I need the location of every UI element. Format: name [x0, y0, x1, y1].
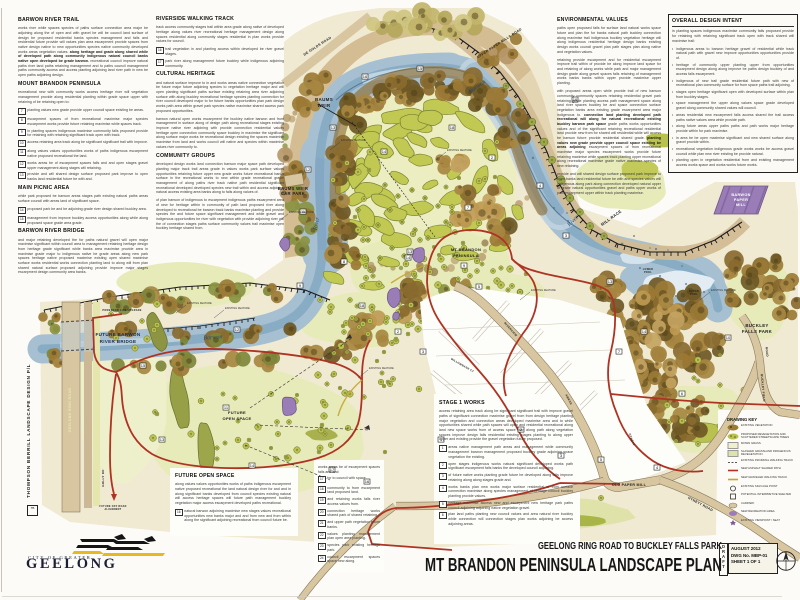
- svg-text:13: 13: [160, 437, 165, 442]
- svg-text:River: River: [313, 216, 321, 231]
- svg-text:EXISTING FEATURE: EXISTING FEATURE: [369, 366, 394, 370]
- svg-text:FALLS PARK: FALLS PARK: [742, 329, 773, 334]
- svg-text:12: 12: [306, 167, 311, 172]
- svg-text:16: 16: [363, 74, 368, 79]
- svg-text:FUTURE BARWON: FUTURE BARWON: [96, 332, 141, 337]
- svg-text:2: 2: [491, 155, 494, 160]
- svg-text:FUTURE OFF ROAD: FUTURE OFF ROAD: [99, 505, 126, 508]
- svg-text:16: 16: [573, 97, 578, 102]
- svg-text:BUCKLEY FIELD: BUCKLEY FIELD: [760, 374, 766, 403]
- svg-text:13: 13: [408, 249, 413, 254]
- svg-text:4: 4: [656, 465, 659, 470]
- svg-text:WEIR: WEIR: [318, 103, 331, 108]
- svg-text:2: 2: [397, 329, 400, 334]
- svg-text:GEELONG RING ROAD: GEELONG RING ROAD: [68, 388, 72, 433]
- svg-text:ROAD: ROAD: [765, 347, 770, 358]
- svg-text:POOL: POOL: [644, 271, 652, 274]
- svg-text:POWERCOR LINE UPGRADE: POWERCOR LINE UPGRADE: [102, 309, 141, 312]
- svg-text:EXISTING FEATURE: EXISTING FEATURE: [225, 306, 250, 310]
- svg-text:LOWER: LOWER: [643, 268, 653, 271]
- svg-text:14: 14: [406, 255, 411, 260]
- svg-text:14: 14: [642, 329, 647, 334]
- svg-text:15: 15: [141, 363, 146, 368]
- svg-text:4: 4: [539, 183, 542, 188]
- svg-text:2: 2: [520, 427, 523, 432]
- svg-text:6: 6: [681, 391, 684, 396]
- svg-text:GEELONG RING ROAD TO BUCKLEY F: GEELONG RING ROAD TO BUCKLEY FALLS PARK: [538, 540, 722, 552]
- svg-text:17: 17: [330, 467, 335, 472]
- svg-text:3: 3: [422, 349, 425, 354]
- svg-text:8: 8: [343, 259, 346, 264]
- svg-text:GULLY RD: GULLY RD: [101, 469, 105, 487]
- svg-text:1: 1: [440, 437, 443, 442]
- svg-text:3: 3: [560, 453, 563, 458]
- svg-text:BAUMS WEIR: BAUMS WEIR: [278, 186, 308, 191]
- svg-text:13: 13: [331, 125, 336, 130]
- svg-text:BARWON: BARWON: [731, 193, 750, 197]
- svg-text:EXISTING FEATURE: EXISTING FEATURE: [447, 148, 472, 152]
- svg-text:BAUMS: BAUMS: [315, 97, 333, 102]
- svg-text:CAR PARK: CAR PARK: [281, 191, 305, 196]
- svg-text:AMESS: AMESS: [564, 394, 573, 406]
- svg-text:PAPER: PAPER: [734, 198, 748, 202]
- svg-text:BAKER: BAKER: [689, 290, 699, 293]
- svg-text:HYNETT: HYNETT: [628, 433, 636, 447]
- svg-text:7: 7: [618, 349, 621, 354]
- svg-text:10: 10: [726, 335, 731, 340]
- svg-text:POOL: POOL: [690, 293, 698, 296]
- svg-text:OPEN SPACE: OPEN SPACE: [223, 416, 252, 421]
- svg-text:RIVER BRIDGE: RIVER BRIDGE: [100, 339, 137, 344]
- svg-text:EXISTING FEATURE: EXISTING FEATURE: [711, 288, 736, 292]
- svg-text:3: 3: [565, 233, 568, 238]
- svg-text:PENINSULA: PENINSULA: [453, 253, 479, 258]
- svg-text:MILL: MILL: [736, 203, 746, 207]
- svg-text:MT BRANDON PENINSULA LANDSCAPE: MT BRANDON PENINSULA LANDSCAPE PLAN: [425, 555, 722, 575]
- svg-text:Barwon: Barwon: [203, 334, 222, 341]
- svg-text:9: 9: [463, 263, 466, 268]
- svg-text:14: 14: [250, 463, 255, 468]
- svg-text:ALIGNMENT: ALIGNMENT: [105, 508, 122, 511]
- svg-text:5: 5: [600, 457, 603, 462]
- svg-text:MT BRANDON: MT BRANDON: [451, 247, 481, 252]
- svg-text:BUCKLEY: BUCKLEY: [745, 323, 768, 328]
- svg-text:5: 5: [478, 284, 481, 289]
- svg-text:7: 7: [467, 205, 470, 210]
- svg-text:13: 13: [608, 279, 613, 284]
- svg-text:EXISTING FEATURE: EXISTING FEATURE: [187, 301, 212, 305]
- svg-text:OLD PAPER MILL: OLD PAPER MILL: [612, 483, 647, 487]
- svg-text:12: 12: [235, 327, 240, 332]
- svg-text:EXISTING FEATURE: EXISTING FEATURE: [289, 210, 314, 214]
- svg-text:9: 9: [299, 283, 302, 288]
- svg-text:11: 11: [301, 209, 306, 214]
- svg-text:18: 18: [450, 125, 455, 130]
- svg-text:EXISTING FEATURE: EXISTING FEATURE: [531, 288, 556, 292]
- svg-text:14: 14: [382, 149, 387, 154]
- svg-text:FUTURE: FUTURE: [228, 410, 246, 415]
- svg-text:11: 11: [224, 405, 229, 410]
- svg-text:EXISTING FEATURE: EXISTING FEATURE: [341, 138, 366, 142]
- svg-text:15: 15: [418, 66, 423, 71]
- svg-text:18: 18: [360, 303, 365, 308]
- svg-text:16: 16: [365, 479, 370, 484]
